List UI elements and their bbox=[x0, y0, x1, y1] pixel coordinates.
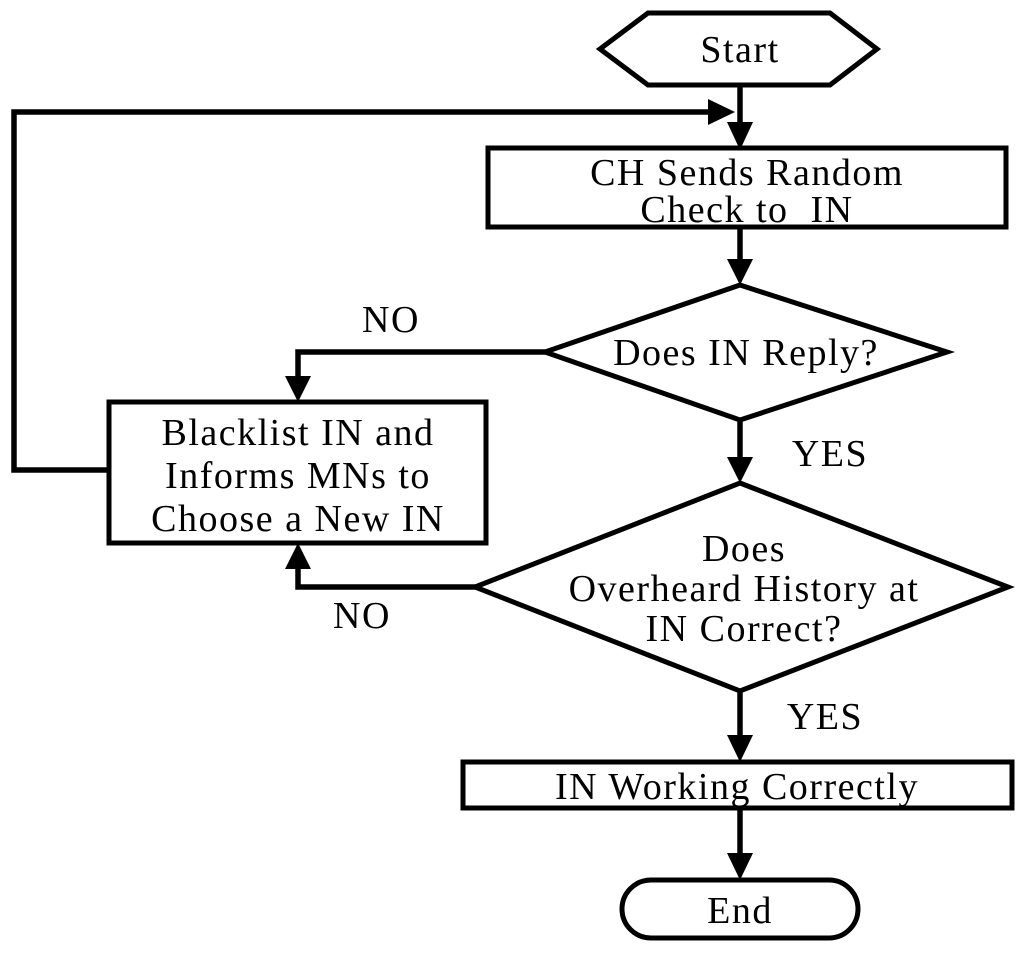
start-label: Start bbox=[700, 29, 779, 71]
reply-yes-label: YES bbox=[792, 433, 868, 475]
history-decision-label-line3: IN Correct? bbox=[646, 608, 843, 650]
end-label: End bbox=[707, 890, 773, 932]
blacklist-label-line2: Informs MNs to bbox=[165, 455, 431, 497]
blacklist-node bbox=[106, 399, 489, 546]
reply-no-label: NO bbox=[362, 299, 420, 341]
edge-history-no bbox=[295, 567, 478, 590]
history-decision-label-line2: Overheard History at bbox=[569, 568, 920, 610]
end-node bbox=[619, 877, 861, 941]
working-node bbox=[460, 759, 1015, 811]
blacklist-label-line1: Blacklist IN and bbox=[161, 412, 434, 454]
arrowhead-down-into-reply-decision bbox=[727, 259, 753, 285]
send-check-node bbox=[485, 145, 1009, 230]
arrowhead-down-into-history-decision bbox=[727, 457, 753, 483]
reply-decision-node bbox=[537, 282, 956, 423]
start-node bbox=[595, 10, 882, 88]
arrowhead-down-into-blacklist-top bbox=[285, 376, 311, 402]
history-decision-label-line1: Does bbox=[702, 528, 786, 570]
history-yes-label: YES bbox=[787, 696, 863, 738]
send-check-label-line1: CH Sends Random bbox=[590, 152, 904, 194]
edge-blacklist-loop bbox=[11, 109, 709, 473]
blacklist-label-line3: Choose a New IN bbox=[151, 498, 445, 540]
send-check-label-line2: Check to IN bbox=[640, 189, 853, 231]
history-decision-node bbox=[468, 480, 1015, 694]
reply-decision-label: Does IN Reply? bbox=[613, 332, 879, 374]
working-label: IN Working Correctly bbox=[555, 766, 919, 808]
history-no-label: NO bbox=[333, 595, 391, 637]
arrowhead-up-into-blacklist-bottom bbox=[285, 543, 311, 569]
arrowhead-right-loop-junction bbox=[708, 99, 735, 125]
arrowhead-down-into-working bbox=[727, 735, 753, 762]
arrowhead-down-into-send-check bbox=[727, 122, 753, 150]
edge-reply-no bbox=[295, 349, 548, 378]
arrowhead-down-into-end bbox=[727, 853, 753, 880]
